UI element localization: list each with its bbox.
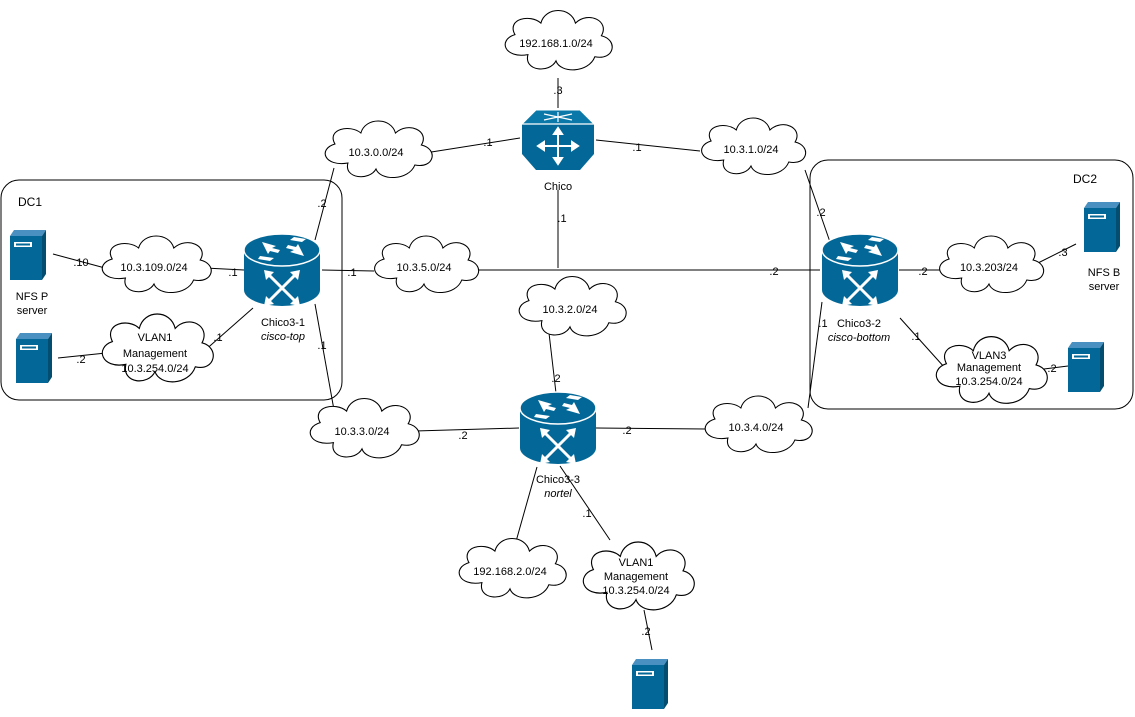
network-label: 10.3.2.0/24	[542, 304, 597, 316]
device-name: server	[1089, 281, 1120, 293]
chico3-3-router: Chico3-3 nortel	[518, 390, 598, 500]
interface-label: .3	[1058, 247, 1067, 259]
router-icon	[820, 232, 900, 308]
interface-label: .1	[317, 340, 326, 352]
interface-label: .2	[641, 626, 650, 638]
interface-label: .1	[911, 331, 920, 343]
interface-label: .1	[483, 137, 492, 149]
interface-label: .10	[73, 257, 88, 269]
network-label: 192.168.1.0/24	[519, 38, 592, 50]
link-nfsp-10-3-109	[52, 253, 106, 269]
link-10-3-2-chico3-3	[548, 332, 557, 394]
link-chico3-2-vlan3	[899, 317, 946, 369]
device-name: NFS B	[1088, 267, 1120, 279]
link-10-3-109-chico3-1	[204, 267, 245, 271]
device-name: Chico3-3	[536, 474, 580, 486]
link-10-3-203-nfsb	[1035, 243, 1077, 265]
links	[52, 78, 1077, 651]
network-labels: 192.168.1.0/24 10.3.0.0/24 10.3.1.0/24 1…	[120, 38, 1022, 597]
interface-label: .3	[553, 85, 562, 97]
device-alias: cisco-top	[261, 331, 305, 343]
interface-label: .1	[632, 142, 641, 154]
link-chico-10-3-1	[595, 139, 701, 152]
link-10-3-1-chico3-2	[804, 169, 831, 243]
network-label: 10.3.109.0/24	[120, 262, 187, 274]
link-vlan1-bottom-srv	[643, 609, 653, 651]
chico3-1-router: Chico3-1 cisco-top	[242, 232, 322, 343]
network-label: 10.3.5.0/24	[396, 262, 451, 274]
dc2-container	[809, 159, 1134, 410]
dc2-label: DC2	[1073, 172, 1097, 186]
link-srv-dc1-vlan1	[57, 352, 107, 359]
network-label: VLAN1	[619, 557, 654, 569]
network-label: Management	[957, 362, 1021, 374]
interface-label: .2	[551, 373, 560, 385]
server-icon	[1068, 342, 1104, 392]
router-icon	[518, 390, 598, 466]
link-chico3-3-10-3-4	[595, 427, 707, 430]
network-label: Management	[123, 348, 187, 360]
network-label: 10.3.254.0/24	[955, 376, 1022, 388]
interface-label: .1	[557, 213, 566, 225]
interface-label: .1	[228, 267, 237, 279]
link-chico3-3-vlan1-bottom	[559, 465, 611, 541]
network-label: Management	[604, 571, 668, 583]
network-label: 10.3.1.0/24	[723, 144, 778, 156]
network-label: 10.3.254.0/24	[121, 363, 188, 375]
device-name: Chico3-2	[837, 318, 881, 330]
interface-label: .1	[818, 318, 827, 330]
server-icon	[10, 230, 46, 280]
dc1-management-server	[16, 333, 52, 383]
interface-label: .1	[213, 332, 222, 344]
device-name: Chico3-1	[261, 317, 305, 329]
link-chico3-1-10-3-3	[314, 303, 335, 411]
link-chico3-2-10-3-4	[807, 301, 823, 409]
interface-label: .2	[458, 430, 467, 442]
link-chico-10-3-0	[424, 137, 521, 154]
chico-router: Chico	[521, 109, 595, 193]
dc2-management-server	[1068, 342, 1104, 392]
interface-label: .1	[347, 267, 356, 279]
device-name: server	[17, 305, 48, 317]
multilayer-switch-icon	[521, 109, 595, 171]
bottom-management-server	[632, 659, 668, 709]
server-icon	[16, 333, 52, 383]
nfs-b-server: NFS B server	[1084, 202, 1120, 293]
link-10-3-3-chico3-3	[414, 427, 520, 432]
interface-label: .2	[317, 198, 326, 210]
link-chico3-3-192-168-2	[514, 466, 538, 546]
interface-label: .2	[76, 354, 85, 366]
network-label: 10.3.4.0/24	[728, 422, 783, 434]
device-alias: nortel	[544, 488, 572, 500]
network-label: 10.3.0.0/24	[348, 147, 403, 159]
network-label: 10.3.203/24	[960, 262, 1018, 274]
link-chico3-1-10-3-5	[321, 269, 375, 272]
dc1-label: DC1	[18, 195, 42, 209]
interface-label: .2	[622, 425, 631, 437]
device-name: NFS P	[16, 291, 48, 303]
network-label: VLAN3	[972, 350, 1007, 362]
network-label: 10.3.254.0/24	[602, 585, 669, 597]
interface-label: .2	[918, 266, 927, 278]
interface-label: .1	[582, 508, 591, 520]
router-icon	[242, 232, 322, 308]
link-vlan1-chico3-1	[202, 307, 254, 353]
interface-label: .2	[816, 207, 825, 219]
network-label: VLAN1	[138, 332, 173, 344]
link-10-3-0-chico3-1	[314, 167, 335, 241]
interface-label: .2	[769, 266, 778, 278]
server-icon	[1084, 202, 1120, 252]
interface-label: .2	[1047, 363, 1056, 375]
interface-labels: .3 .1 .1 .1 .2 .1 .1 .1 .1 .10 .2 .2 .2 …	[73, 85, 1067, 638]
device-alias: cisco-bottom	[828, 332, 890, 344]
network-label: 192.168.2.0/24	[473, 566, 546, 578]
device-name: Chico	[544, 181, 572, 193]
nfs-p-server: NFS P server	[10, 230, 48, 317]
network-label: 10.3.3.0/24	[334, 426, 389, 438]
server-icon	[632, 659, 668, 709]
dc1-container	[0, 179, 343, 401]
chico3-2-router: Chico3-2 cisco-bottom	[820, 232, 900, 344]
